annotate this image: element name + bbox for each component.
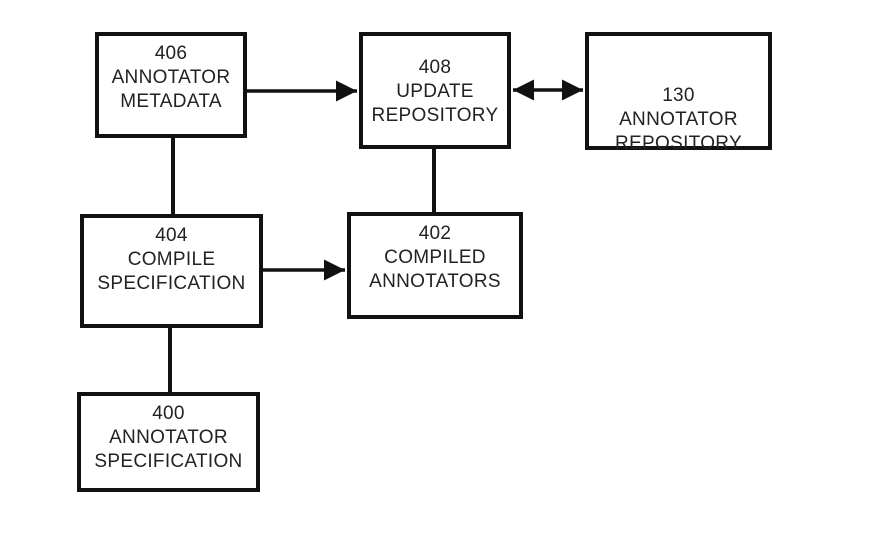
box-404-line1: COMPILE	[127, 249, 216, 270]
box-402-number: 402	[418, 223, 452, 244]
annotator-repository-box: 130 ANNOTATOR REPOSITORY	[585, 32, 772, 154]
annotator-metadata-box: 406 ANNOTATOR METADATA	[95, 32, 247, 138]
box-406-number: 406	[154, 43, 188, 64]
box-130-number: 130	[662, 85, 695, 106]
compile-specification-box: 404 COMPILE SPECIFICATION	[80, 214, 263, 328]
box-402-line2: ANNOTATORS	[369, 271, 501, 292]
compiled-annotators-box: 402 COMPILED ANNOTATORS	[347, 212, 523, 319]
box-402-line1: COMPILED	[384, 247, 486, 268]
box-130-line1: ANNOTATOR	[619, 109, 738, 130]
box-406-line2: METADATA	[120, 91, 222, 112]
box-130-line2: REPOSITORY	[615, 133, 742, 154]
box-406-line1: ANNOTATOR	[111, 67, 231, 88]
box-404-line2: SPECIFICATION	[97, 273, 246, 294]
update-repository-box: 408 UPDATE REPOSITORY	[359, 32, 511, 149]
box-408-number: 408	[418, 57, 452, 78]
box-400-line1: ANNOTATOR	[109, 427, 228, 448]
box-400-line2: SPECIFICATION	[94, 451, 243, 472]
annotator-specification-box: 400 ANNOTATOR SPECIFICATION	[77, 392, 260, 492]
box-408-line1: UPDATE	[396, 81, 474, 102]
box-400-number: 400	[152, 403, 185, 424]
box-404-number: 404	[155, 225, 188, 246]
box-408-line2: REPOSITORY	[371, 105, 499, 126]
